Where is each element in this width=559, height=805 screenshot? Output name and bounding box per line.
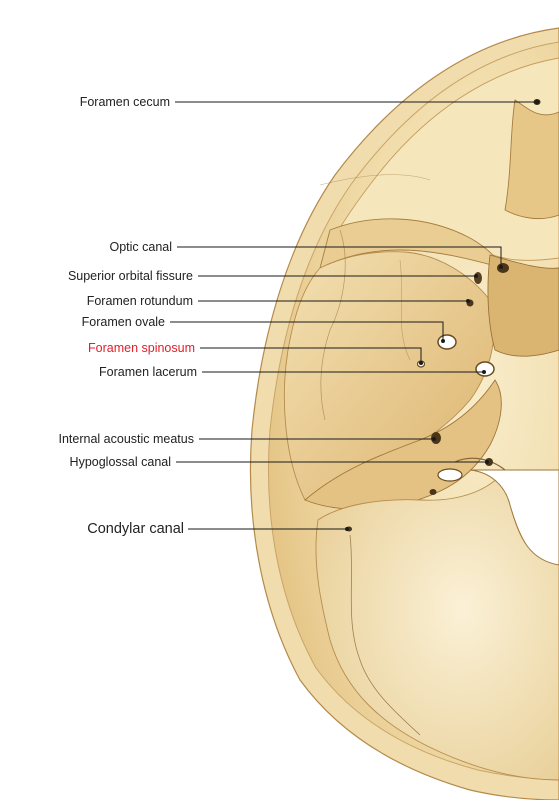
endpoint-superior-orbital-fissure xyxy=(474,274,478,278)
label-internal-acoustic-meatus: Internal acoustic meatus xyxy=(58,432,195,446)
sphenoid-body xyxy=(487,254,559,357)
suture-line-2 xyxy=(349,534,421,736)
leader-foramen-spinosum xyxy=(200,347,422,362)
frontal-crest xyxy=(504,99,559,220)
suture-line-4 xyxy=(399,259,411,361)
endpoint-foramen-spinosum xyxy=(419,361,423,365)
endpoint-foramen-rotundum xyxy=(466,299,470,303)
endpoint-optic-canal xyxy=(499,265,503,269)
endpoint-foramen-ovale xyxy=(441,339,445,343)
foramen-magnum-rim xyxy=(454,457,506,471)
endpoint-internal-acoustic-meatus xyxy=(432,437,436,441)
optic-canal-hole xyxy=(497,263,509,273)
foramen-lacerum-hole xyxy=(475,361,495,377)
label-hypoglossal-canal: Hypoglossal canal xyxy=(69,455,171,469)
foramen-magnum xyxy=(469,469,559,566)
endpoint-foramen-lacerum xyxy=(482,370,486,374)
suture-line-3 xyxy=(319,174,431,186)
endpoint-hypoglossal-canal xyxy=(485,460,489,464)
leader-foramen-ovale xyxy=(170,321,444,341)
mastoid-emissary-hole xyxy=(429,489,437,495)
foramen-ovale-hole xyxy=(437,334,457,350)
label-foramen-cecum: Foramen cecum xyxy=(79,95,170,109)
label-condylar-canal: Condylar canal xyxy=(87,521,184,537)
label-foramen-rotundum: Foramen rotundum xyxy=(86,294,193,308)
label-foramen-ovale: Foramen ovale xyxy=(81,315,165,329)
endpoint-condylar-canal xyxy=(345,527,349,531)
label-superior-orbital-fissure: Superior orbital fissure xyxy=(67,269,193,283)
endpoint-foramen-cecum xyxy=(535,100,539,104)
label-foramen-spinosum: Foramen spinosum xyxy=(88,341,195,355)
leader-endpoints xyxy=(345,100,539,531)
jugular-foramen-hole xyxy=(437,468,463,482)
leader-lines xyxy=(170,101,537,530)
suture-line-1 xyxy=(320,229,346,421)
leader-optic-canal xyxy=(177,246,502,266)
internal-acoustic-meatus-hole xyxy=(431,432,441,444)
label-optic-canal: Optic canal xyxy=(109,240,172,254)
label-foramen-lacerum: Foramen lacerum xyxy=(99,365,197,379)
superior-orbital-fissure-hole xyxy=(474,272,482,284)
